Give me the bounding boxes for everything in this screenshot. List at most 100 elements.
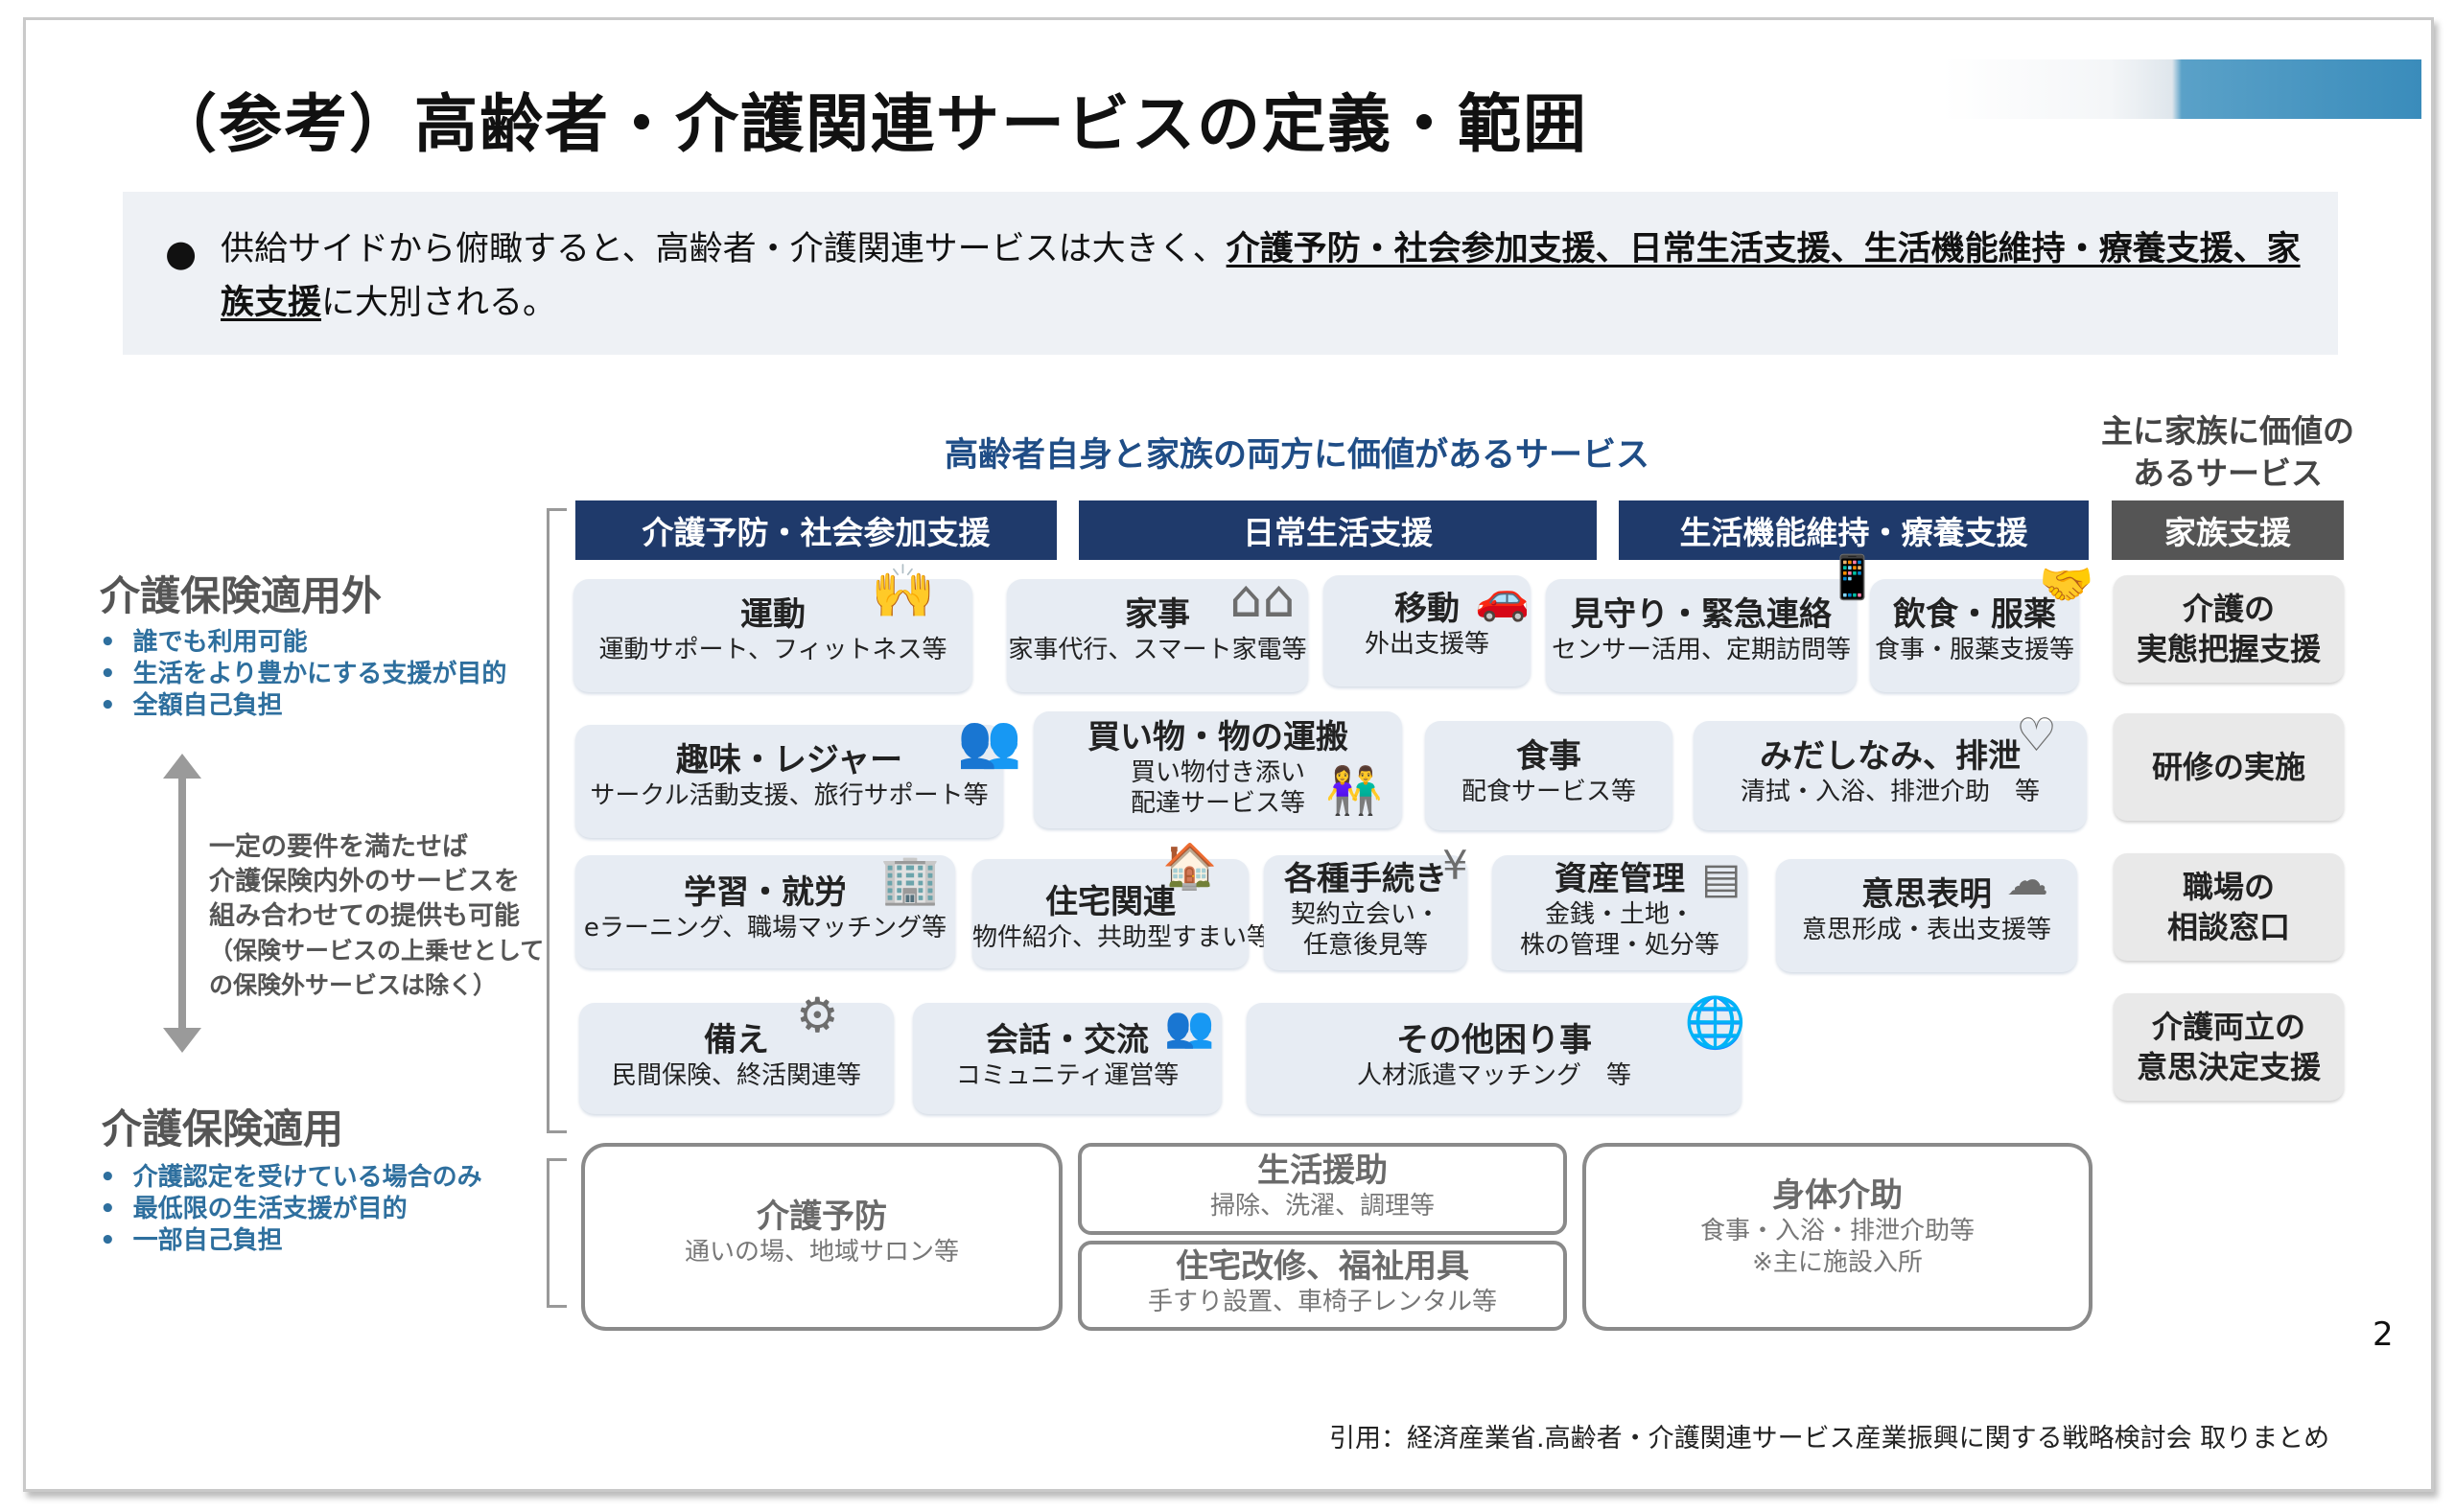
page-number: 2 <box>2373 1315 2394 1354</box>
note-line: （保険サービスの上乗せとして <box>209 937 545 965</box>
card-midashi: ♡ みだしなみ、排泄 清拭・入浴、排泄介助 等 <box>1694 709 2087 830</box>
family-card-line: 実態把握支援 <box>2136 631 2321 667</box>
card-title: 備え <box>704 1021 769 1059</box>
summary-prefix: 供給サイドから俯瞰すると、高齢者・介護関連サービスは大きく、 <box>221 230 1227 268</box>
insured-card-shintai: 身体介助 食事・入浴・排泄介助等 ※主に施設入所 <box>1582 1143 2093 1331</box>
group-people-icon: 👥 <box>957 710 1022 771</box>
heart-pulse-icon: ♡ <box>2016 709 2058 762</box>
card-sub: ※主に施設入所 <box>1752 1248 1923 1277</box>
summary-suffix: に大別される。 <box>321 284 557 322</box>
card-title: 資産管理 <box>1555 860 1685 898</box>
bullet-icon: ● <box>165 232 198 274</box>
header-family-line1: 主に家族に価値の <box>2101 412 2354 450</box>
category-nichijo: 日常生活支援 <box>1079 500 1597 560</box>
combination-note: 一定の要件を満たせば 介護保険内外のサービスを 組み合わせての提供も可能 （保険… <box>209 830 544 1003</box>
family-card-kenshu: 研修の実施 <box>2114 713 2344 821</box>
note-line: の保険外サービスは除く） <box>209 971 498 999</box>
family-card-jittai: 介護の実態把握支援 <box>2114 575 2344 683</box>
card-shisan: ▤ 資産管理 金銭・土地・ 株の管理・処分等 <box>1492 854 1747 970</box>
card-sub: 配食サービス等 <box>1461 778 1636 806</box>
card-sub: 民間保険、終活関連等 <box>611 1061 861 1090</box>
card-title: 身体介助 <box>1772 1176 1903 1215</box>
summary-box: ● 供給サイドから俯瞰すると、高齢者・介護関連サービスは大きく、介護予防・社会参… <box>123 192 2338 355</box>
card-title: 意思表明 <box>1861 875 1992 914</box>
card-ido: 🚗 移動 外出支援等 <box>1323 571 1531 686</box>
card-ishi: ☁ 意思表明 意思形成・表出支援等 <box>1776 856 2077 972</box>
insured-card-yobo: 介護予防 通いの場、地域サロン等 <box>581 1143 1063 1331</box>
gear-icon: ⚙ <box>796 988 839 1043</box>
card-kaji: ⌂⌂ 家事 家事代行、スマート家電等 <box>1007 573 1308 692</box>
summary-text: 供給サイドから俯瞰すると、高齢者・介護関連サービスは大きく、介護予防・社会参加支… <box>221 222 2302 330</box>
card-gakushu: 🏢 学習・就労 eラーニング、職場マッチング等 <box>575 851 955 968</box>
card-sub: センサー活用、定期訪問等 <box>1551 636 1851 664</box>
card-sub: 外出支援等 <box>1364 630 1489 659</box>
insured-card-seikatsu: 生活援助 掃除、洗濯、調理等 <box>1078 1143 1567 1235</box>
document-icon: ▤ <box>1701 854 1742 903</box>
family-card-line: 相談窓口 <box>2166 909 2290 945</box>
card-title: 住宅関連 <box>1045 883 1176 921</box>
outside-points: 誰でも利用可能 生活をより豊かにする支援が目的 全額自己負担 <box>100 627 507 722</box>
card-shokuji: 食事 配食サービス等 <box>1425 721 1672 830</box>
card-title: 会話・交流 <box>986 1021 1149 1059</box>
category-kaigo-yobo: 介護予防・社会参加支援 <box>575 500 1057 560</box>
family-card-line: 介護の <box>2182 591 2275 627</box>
arrow-down-icon <box>163 1028 201 1053</box>
arrow-up-icon <box>163 754 201 779</box>
label-outside-insurance: 介護保険適用外 <box>100 572 383 619</box>
card-sub: サークル活動支援、旅行サポート等 <box>590 781 989 810</box>
worker-building-icon: 🏢 <box>880 851 941 907</box>
card-sub: 金銭・土地・ <box>1544 900 1695 929</box>
citation: 引用：経済産業省.高齢者・介護関連サービス産業振興に関する戦略検討会 取りまとめ <box>1329 1424 2330 1454</box>
card-title: 見守り・緊急連絡 <box>1571 595 1832 634</box>
card-jutaku: 🏠 住宅関連 物件紹介、共助型すまい等 <box>972 840 1272 968</box>
speech-cloud-icon: ☁ <box>2006 856 2048 905</box>
family-card-line: 研修の実施 <box>2151 749 2305 785</box>
card-title: 買い物・物の運搬 <box>1087 718 1348 756</box>
page-title: （参考）高齢者・介護関連サービスの定義・範囲 <box>153 87 1588 161</box>
globe-icon: 🌐 <box>1684 994 1746 1052</box>
note-line: 介護保険内外のサービスを <box>209 867 520 896</box>
family-card-soudan: 職場の相談窓口 <box>2114 853 2344 961</box>
card-sub: 運動サポート、フィットネス等 <box>598 636 947 664</box>
card-mimamori: 📱 見守り・緊急連絡 センサー活用、定期訪問等 <box>1546 553 1879 692</box>
outside-point: 全額自己負担 <box>100 690 506 722</box>
houses-icon: ⌂⌂ <box>1229 569 1296 629</box>
inside-point: 介護認定を受けている場合のみ <box>100 1162 482 1194</box>
card-inshoku: 🤝 飲食・服薬 食事・服薬支援等 <box>1870 558 2093 692</box>
card-sonae: ⚙ 備え 民間保険、終活関連等 <box>579 989 894 1114</box>
bracket-inside <box>547 1158 567 1308</box>
inside-points: 介護認定を受けている場合のみ 最低限の生活支援が目的 一部自己負担 <box>100 1162 482 1257</box>
card-sub: 食事・入浴・排泄介助等 <box>1699 1217 1975 1245</box>
card-shumi: 👥 趣味・レジャー サークル活動支援、旅行サポート等 <box>575 715 1021 838</box>
card-title: 移動 <box>1394 590 1460 628</box>
card-title: 住宅改修、福祉用具 <box>1176 1247 1469 1286</box>
card-sub: 意思形成・表出支援等 <box>1801 916 2051 944</box>
handshake-icon: 🤝 <box>2039 558 2094 610</box>
family-card-line: 職場の <box>2182 869 2275 905</box>
insured-card-kaishu: 住宅改修、福祉用具 手すり設置、車椅子レンタル等 <box>1078 1241 1567 1331</box>
card-sonota: 🌐 その他困り事 人材派遣マッチング 等 <box>1247 997 1746 1114</box>
card-sub: 食事・服薬支援等 <box>1874 636 2074 664</box>
elderly-couple-icon: 👫 <box>1325 764 1383 818</box>
inside-point: 一部自己負担 <box>100 1225 482 1257</box>
card-sub: 通いの場、地域サロン等 <box>684 1238 959 1267</box>
decorative-gradient-bar <box>1942 59 2421 119</box>
family-card-line: 意思決定支援 <box>2136 1049 2321 1085</box>
card-kaimono: 👫 買い物・物の運搬 買い物付き添い 配達サービス等 <box>1034 711 1402 828</box>
card-title: 学習・就労 <box>684 873 847 912</box>
card-tetsuzuki: ¥ 各種手続き 契約立会い・ 任意後見等 <box>1264 842 1468 970</box>
note-line: 一定の要件を満たせば <box>209 832 468 862</box>
card-title: その他困り事 <box>1396 1021 1592 1059</box>
card-title: 運動 <box>740 595 806 634</box>
car-icon: 🚗 <box>1475 571 1531 623</box>
conversation-icon: 👥 <box>1164 1003 1215 1050</box>
card-sub: 配達サービス等 <box>1130 789 1305 818</box>
card-title: 飲食・服薬 <box>1893 595 2056 634</box>
family-card-ishi: 介護両立の意思決定支援 <box>2114 993 2344 1101</box>
card-undo: 🙌 運動 運動サポート、フィットネス等 <box>573 566 972 692</box>
card-sub: 手すり設置、車椅子レンタル等 <box>1147 1288 1497 1316</box>
bracket-outside <box>547 508 567 1133</box>
outside-point: 生活をより豊かにする支援が目的 <box>100 659 507 690</box>
house-family-icon: 🏠 <box>1162 840 1218 892</box>
card-sub: eラーニング、職場マッチング等 <box>583 914 947 942</box>
